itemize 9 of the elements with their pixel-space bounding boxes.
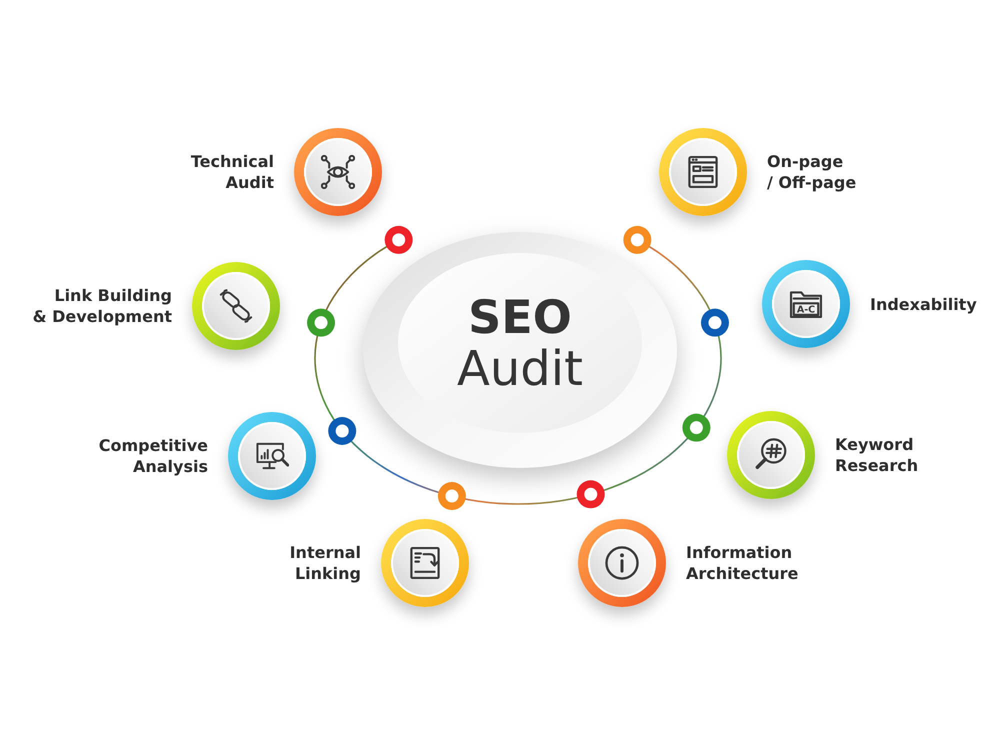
node-label: Keyword Research bbox=[835, 434, 920, 476]
node-label: Technical Audit bbox=[190, 151, 274, 193]
node-label: Indexability bbox=[870, 294, 977, 314]
icon-label: A-C bbox=[796, 304, 816, 316]
center-title: SEO bbox=[468, 292, 572, 342]
node-label: Competitive Analysis bbox=[98, 435, 208, 477]
node-label: Internal Linking bbox=[288, 542, 361, 584]
center-subtitle: Audit bbox=[457, 342, 583, 396]
node-label: Information Architecture bbox=[686, 542, 800, 584]
